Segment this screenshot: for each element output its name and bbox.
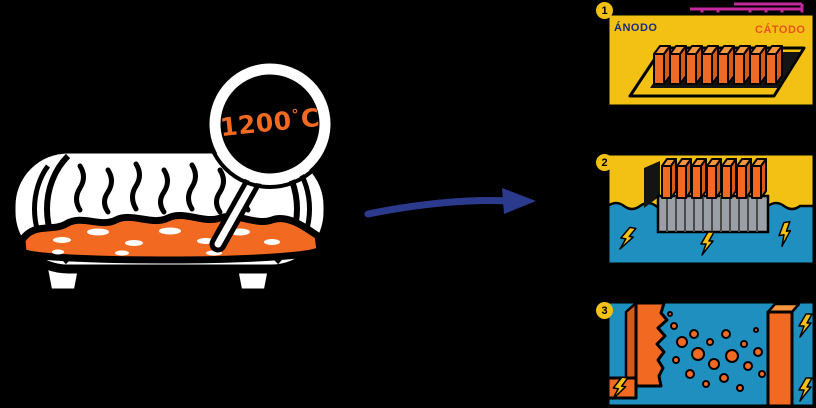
arrow-head	[502, 188, 536, 214]
step-number-2: 2	[596, 154, 613, 171]
cathode-plate	[766, 302, 801, 408]
cathode-sheet-lines	[666, 196, 758, 232]
arrow-shaft	[364, 197, 512, 218]
dissolving-anode	[606, 301, 669, 400]
panel3-border	[606, 300, 816, 408]
temperature-magnifier: 1200°C	[198, 56, 348, 256]
magnifier-lens	[209, 63, 331, 185]
panel-electrolytic-cell	[606, 152, 816, 266]
magnifier-icon	[205, 59, 335, 253]
step-number-3: 3	[596, 302, 613, 319]
panel-electrolysis	[606, 300, 816, 408]
temperature-unit: C	[299, 102, 322, 134]
magnifier-handle	[214, 176, 258, 248]
anode-label: ÁNODO	[614, 21, 657, 34]
panel2-border	[606, 152, 816, 266]
tank-wall-shadow	[644, 161, 660, 208]
process-arrow	[364, 188, 536, 218]
anode-plates	[653, 45, 783, 85]
anode-plates	[661, 158, 767, 199]
step-number-1: 1	[596, 2, 613, 19]
copper-ion-bubbles	[667, 311, 766, 392]
bus-bar-wires	[690, 2, 804, 16]
molten-metal	[18, 211, 324, 264]
casting-floor	[628, 46, 806, 98]
magnifier-rim-outer	[205, 59, 335, 189]
cathode-label: CÁTODO	[755, 23, 805, 36]
panel-anode-casting: ÁNODO CÁTODO	[606, 2, 816, 108]
